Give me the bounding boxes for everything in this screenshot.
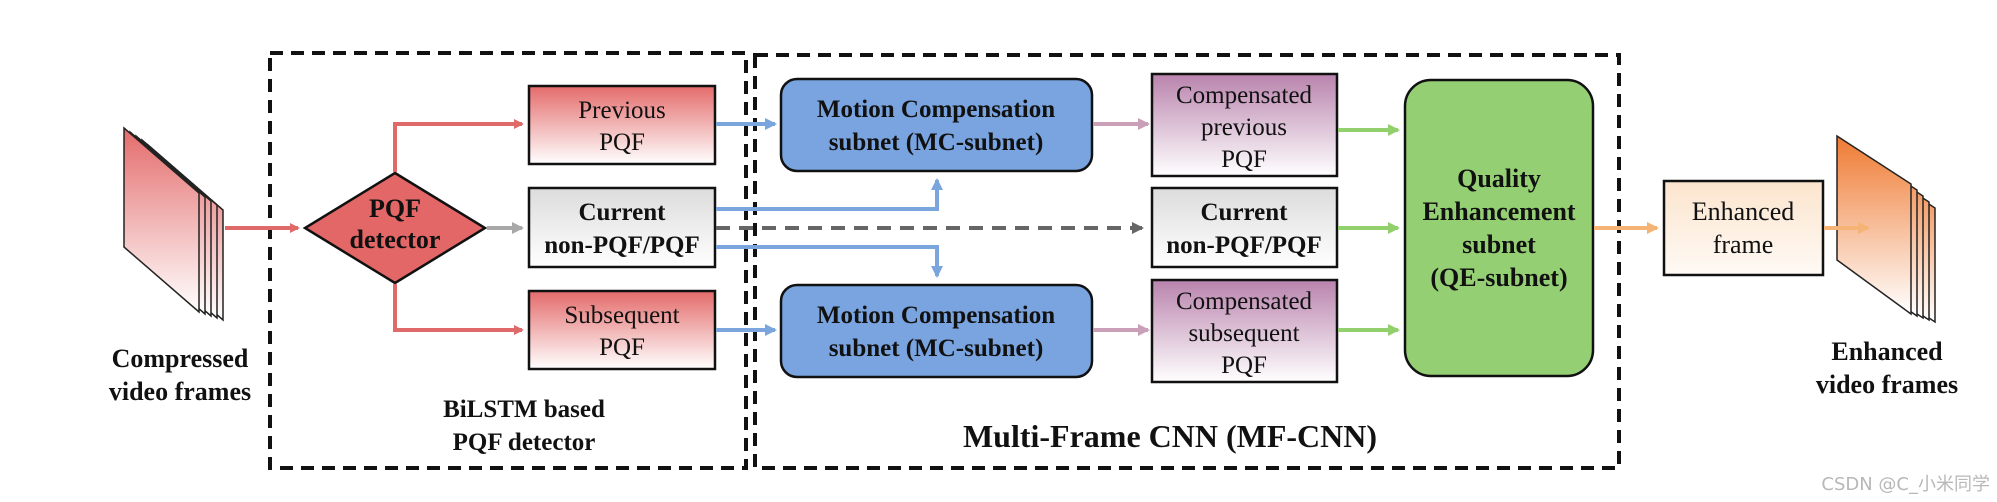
comp-subsequent-line2: subsequent — [1188, 320, 1299, 347]
current-frame-right-line2: non-PQF/PQF — [1166, 232, 1322, 259]
mc-top-line1: Motion Compensation — [817, 96, 1055, 123]
arrow-detector-to-previous — [393, 119, 524, 172]
input-label-line1: Compressed — [112, 344, 249, 373]
qe-line3: subnet — [1462, 230, 1536, 259]
enhanced-frame-box — [1662, 179, 1825, 277]
subsequent-pqf-line1: Subsequent — [564, 302, 679, 329]
qe-subnet-box — [1403, 78, 1595, 378]
pqf-detector-diamond — [302, 171, 488, 285]
comp-previous-line3: PQF — [1221, 146, 1267, 173]
previous-pqf-box — [527, 84, 717, 166]
detector-group-title-line1: BiLSTM based — [443, 396, 605, 423]
current-frame-left-line1: Current — [578, 199, 666, 226]
comp-previous-line2: previous — [1201, 114, 1287, 141]
comp-previous-box — [1150, 72, 1339, 178]
output-frames-stack-icon — [1836, 134, 1936, 324]
comp-subsequent-line1: Compensated — [1176, 288, 1313, 315]
mc-subnet-top — [779, 77, 1094, 173]
comp-previous-line1: Compensated — [1176, 82, 1313, 109]
input-frames-stack-icon — [123, 126, 224, 322]
mfcnn-group-title: Multi-Frame CNN (MF-CNN) — [963, 418, 1377, 454]
current-frame-right-line1: Current — [1200, 199, 1288, 226]
qe-line2: Enhancement — [1422, 197, 1575, 226]
arrow-current-to-mc-bottom — [716, 245, 943, 278]
mc-bottom-line2: subnet (MC-subnet) — [829, 335, 1044, 362]
pqf-detector-line1: PQF — [369, 194, 421, 223]
mc-bottom-line1: Motion Compensation — [817, 302, 1055, 329]
mfcnn-group-border — [753, 53, 1621, 470]
enhanced-frame-line2: frame — [1713, 230, 1774, 259]
mc-top-line2: subnet (MC-subnet) — [829, 129, 1044, 156]
comp-subsequent-box — [1150, 278, 1339, 384]
arrow-current-to-mc-top — [716, 178, 943, 211]
arrow-detector-to-subsequent — [393, 284, 524, 335]
subsequent-pqf-line2: PQF — [599, 334, 645, 361]
qe-line4: (QE-subnet) — [1430, 263, 1567, 292]
enhanced-frame-line1: Enhanced — [1692, 197, 1795, 226]
mc-subnet-bottom — [779, 283, 1094, 379]
detector-group-title-line2: PQF detector — [453, 429, 596, 456]
detector-group-border — [268, 51, 748, 470]
output-label-line2: video frames — [1816, 370, 1958, 399]
qe-line1: Quality — [1457, 164, 1541, 193]
watermark-text: CSDN @C_小米同学 — [1821, 474, 1990, 495]
current-frame-box-right — [1150, 186, 1339, 269]
previous-pqf-line1: Previous — [578, 97, 666, 124]
current-frame-box-left — [527, 186, 717, 269]
output-label-line1: Enhanced — [1831, 337, 1943, 366]
previous-pqf-line2: PQF — [599, 129, 645, 156]
pqf-detector-line2: detector — [350, 225, 441, 254]
comp-subsequent-line3: PQF — [1221, 352, 1267, 379]
subsequent-pqf-box — [527, 289, 717, 371]
input-label-line2: video frames — [109, 377, 251, 406]
current-frame-left-line2: non-PQF/PQF — [544, 232, 700, 259]
